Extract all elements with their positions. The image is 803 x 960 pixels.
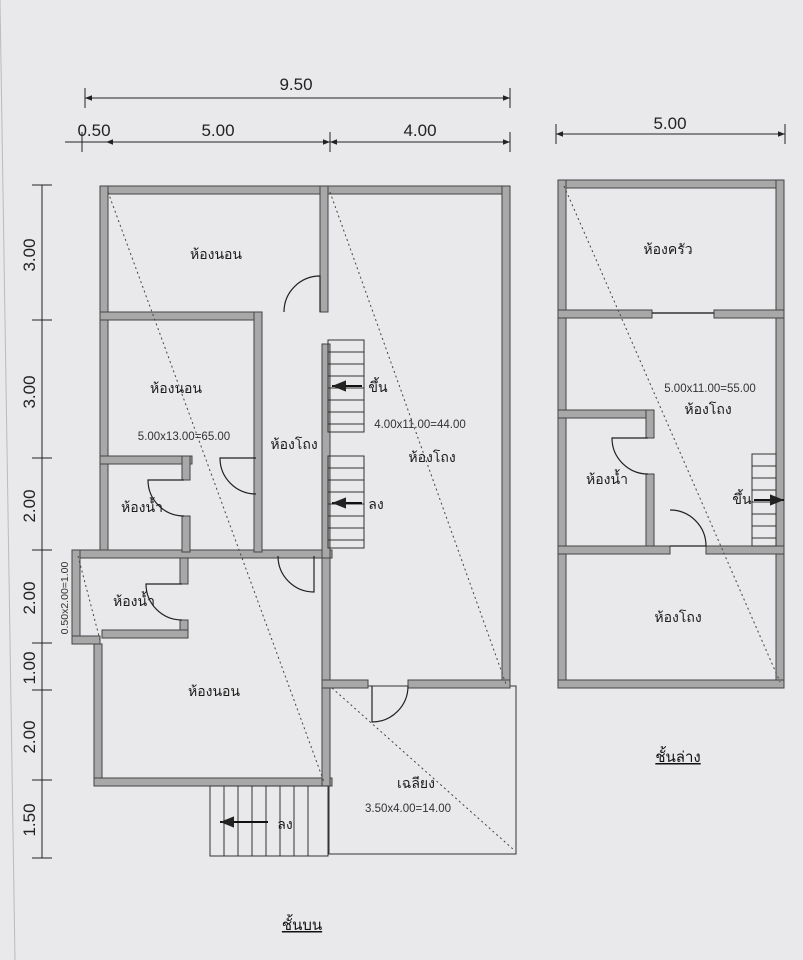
stair-up-label: ขึ้น — [368, 377, 388, 396]
stair-up-hall — [327, 339, 365, 433]
hall-label: ห้องโถง — [270, 436, 317, 453]
bedroom-2-label: ห้องนอน — [150, 381, 202, 397]
stair-down-2-label: ลง — [277, 817, 292, 833]
wall — [501, 185, 511, 687]
upper-floor-plan: ห้องนอน ห้องนอน 5.00x13.00=65.00 ห้องโถง… — [59, 185, 517, 934]
wall — [557, 179, 785, 189]
lower-bathroom-label: ห้องน้ำ — [586, 469, 628, 488]
area-main-label: 5.00x13.00=65.00 — [138, 431, 230, 443]
wall — [71, 635, 101, 645]
wall — [71, 549, 81, 645]
dimension-lines — [32, 88, 786, 859]
lower-hall-1-label: ห้องโถง — [684, 401, 731, 418]
wall — [705, 545, 785, 555]
wall — [645, 409, 655, 439]
wall — [93, 643, 103, 785]
upper-floor-caption: ชั้นบน — [282, 914, 322, 934]
dim-top-a: 0.50 — [77, 121, 110, 140]
dim-top-c: 4.00 — [403, 121, 436, 140]
area-small-label: 0.50x2.00=1.00 — [59, 562, 71, 635]
wall — [71, 549, 333, 559]
lower-floor-plan: ห้องครัว 5.00x11.00=55.00 ห้องโถง ห้องน้… — [557, 179, 785, 766]
wall — [93, 777, 333, 787]
area-right-label: 4.00x11.00=44.00 — [374, 419, 466, 431]
door — [611, 437, 707, 547]
wall — [319, 185, 329, 313]
dimension-labels: 9.50 0.50 5.00 4.00 5.00 3.00 3.00 2.00 … — [20, 75, 687, 837]
diagonal-guides-lower — [563, 185, 781, 683]
dim-left-6: 2.00 — [20, 720, 39, 753]
wall — [99, 185, 511, 195]
lower-stair-up-label: ขึ้น — [732, 489, 752, 508]
stair-down-exterior — [209, 785, 329, 857]
lower-hall-2-label: ห้องโถง — [654, 609, 701, 626]
wall — [321, 549, 331, 787]
wall — [775, 179, 785, 689]
wall — [557, 679, 785, 689]
porch-label: เฉลียง — [397, 776, 435, 792]
dim-left-1: 3.00 — [20, 238, 39, 271]
area-porch-label: 3.50x4.00=14.00 — [365, 803, 451, 815]
wall — [557, 309, 653, 319]
bedroom-1-label: ห้องนอน — [190, 247, 242, 263]
dim-left-5: 1.00 — [20, 651, 39, 684]
wall — [321, 679, 369, 689]
dim-top-total: 9.50 — [279, 75, 312, 94]
wall — [99, 311, 263, 321]
dim-right-width: 5.00 — [653, 114, 686, 133]
dim-left-3: 2.00 — [20, 489, 39, 522]
wall — [101, 629, 189, 639]
bathroom-1-label: ห้องน้ำ — [121, 497, 163, 516]
wall — [557, 409, 647, 419]
wall — [407, 679, 511, 689]
wall — [713, 309, 785, 319]
lower-area-label: 5.00x11.00=55.00 — [664, 383, 756, 395]
wall — [557, 179, 567, 689]
wall — [99, 455, 193, 465]
dim-left-7: 1.50 — [20, 803, 39, 836]
dim-left-2: 3.00 — [20, 375, 39, 408]
wall — [557, 545, 671, 555]
stair-down-label: ลง — [368, 497, 383, 513]
door — [145, 275, 409, 723]
wall — [321, 343, 331, 559]
lower-floor-caption: ชั้นล่าง — [655, 746, 700, 766]
wall — [181, 515, 191, 553]
wall — [253, 311, 263, 553]
hall-right-label: ห้องโถง — [408, 449, 455, 466]
bathroom-2-label: ห้องน้ำ — [113, 591, 155, 610]
bedroom-3-label: ห้องนอน — [188, 684, 240, 700]
wall — [99, 185, 109, 553]
dim-top-b: 5.00 — [201, 121, 234, 140]
dim-left-4: 2.00 — [20, 581, 39, 614]
kitchen-label: ห้องครัว — [643, 242, 692, 258]
wall — [179, 557, 189, 585]
diagonal-guides — [77, 191, 515, 851]
porch-outline — [328, 685, 517, 855]
wall — [181, 455, 191, 481]
wall — [645, 473, 655, 553]
